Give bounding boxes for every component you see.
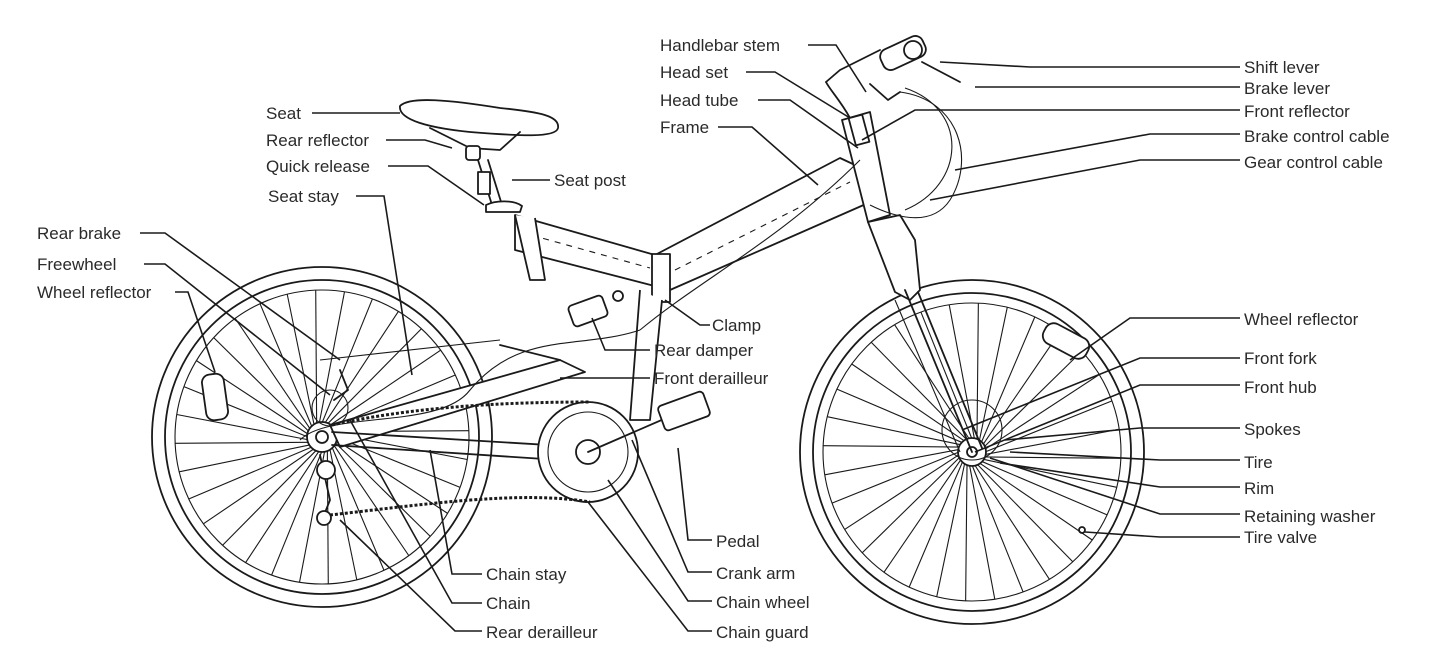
spoke xyxy=(980,316,1036,444)
label-quick-release: Quick release xyxy=(266,157,370,176)
fork-and-handlebar xyxy=(299,35,983,453)
label-rear-brake: Rear brake xyxy=(37,224,121,243)
spoke xyxy=(188,446,313,500)
spoke xyxy=(883,458,962,573)
label-front-fork: Front fork xyxy=(1244,349,1317,368)
spoke xyxy=(245,450,320,563)
label-rear-damper: Rear damper xyxy=(654,341,754,360)
spoke xyxy=(318,291,346,424)
label-brake-lever: Brake lever xyxy=(1244,79,1330,98)
spoke xyxy=(978,462,1093,541)
label-tire: Tire xyxy=(1244,453,1273,472)
spoke xyxy=(908,460,964,588)
spoke xyxy=(326,328,422,425)
spoke xyxy=(203,448,315,525)
spoke xyxy=(335,436,461,488)
leader-lines xyxy=(140,44,1240,632)
spoke xyxy=(213,337,310,433)
rear-wheel xyxy=(151,266,493,608)
label-front-derailleur: Front derailleur xyxy=(654,369,769,388)
seat-assembly xyxy=(399,99,559,213)
label-chain-stay: Chain stay xyxy=(486,565,567,584)
spoke xyxy=(936,462,966,597)
spoke xyxy=(982,331,1061,446)
spoke xyxy=(831,451,960,504)
label-chain-wheel: Chain wheel xyxy=(716,593,810,612)
label-retaining-washer: Retaining washer xyxy=(1244,507,1376,526)
label-frame: Frame xyxy=(660,118,709,137)
spoke xyxy=(983,350,1083,448)
spoke xyxy=(823,445,960,448)
spoke xyxy=(175,441,310,444)
front-wheel xyxy=(799,279,1145,625)
label-chain: Chain xyxy=(486,594,530,613)
spoke xyxy=(827,416,962,446)
spoke xyxy=(984,374,1100,450)
spoke xyxy=(234,318,311,430)
spoke xyxy=(894,324,970,440)
spoke xyxy=(259,303,313,428)
label-front-hub: Front hub xyxy=(1244,378,1317,397)
spoke xyxy=(335,439,448,514)
label-gear-control-cable: Gear control cable xyxy=(1244,153,1383,172)
label-head-tube: Head tube xyxy=(660,91,738,110)
label-seat-post: Seat post xyxy=(554,171,626,190)
spoke xyxy=(331,446,385,571)
label-freewheel: Freewheel xyxy=(37,255,116,274)
drivetrain xyxy=(311,369,711,526)
spoke xyxy=(333,444,410,556)
spoke xyxy=(978,307,1008,442)
spoke xyxy=(976,303,979,440)
label-rear-derailleur: Rear derailleur xyxy=(486,623,598,642)
spoke xyxy=(824,448,960,476)
label-handlebar-stem: Handlebar stem xyxy=(660,36,780,55)
label-shift-lever: Shift lever xyxy=(1244,58,1320,77)
spoke xyxy=(968,464,996,600)
spoke xyxy=(176,413,309,441)
spoke xyxy=(334,441,431,537)
spoke xyxy=(976,463,1074,563)
spoke xyxy=(870,341,968,441)
label-clamp: Clamp xyxy=(712,316,761,335)
spoke xyxy=(324,311,399,424)
spoke xyxy=(222,449,318,546)
spoke xyxy=(179,444,311,473)
spoke xyxy=(851,363,966,442)
label-wheel-reflector-rear: Wheel reflector xyxy=(37,283,152,302)
spoke xyxy=(315,290,318,425)
spoke xyxy=(861,456,961,554)
spoke xyxy=(984,428,1120,456)
spoke xyxy=(920,311,973,440)
spoke xyxy=(974,464,1050,580)
label-pedal: Pedal xyxy=(716,532,759,551)
label-head-set: Head set xyxy=(660,63,728,82)
spoke xyxy=(321,298,373,424)
label-seat: Seat xyxy=(266,104,301,123)
label-spokes: Spokes xyxy=(1244,420,1301,439)
labels: Handlebar stem Head set Head tube Frame … xyxy=(37,36,1390,642)
label-seat-stay: Seat stay xyxy=(268,187,339,206)
label-front-reflector: Front reflector xyxy=(1244,102,1350,121)
spoke xyxy=(980,460,1108,516)
spoke xyxy=(286,294,315,426)
front-spokes xyxy=(823,303,1121,601)
label-rim: Rim xyxy=(1244,479,1274,498)
label-crank-arm: Crank arm xyxy=(716,564,795,583)
label-rear-reflector: Rear reflector xyxy=(266,131,369,150)
spoke xyxy=(271,450,323,576)
label-brake-control-cable: Brake control cable xyxy=(1244,127,1390,146)
spoke xyxy=(971,464,1024,593)
label-chain-guard: Chain guard xyxy=(716,623,809,642)
spoke xyxy=(329,349,441,426)
spoke xyxy=(844,454,960,530)
spoke xyxy=(984,400,1113,453)
spoke xyxy=(948,304,976,440)
label-tire-valve: Tire valve xyxy=(1244,528,1317,547)
spoke xyxy=(984,456,1121,459)
spoke xyxy=(965,464,968,601)
label-wheel-reflector-front: Wheel reflector xyxy=(1244,310,1359,329)
